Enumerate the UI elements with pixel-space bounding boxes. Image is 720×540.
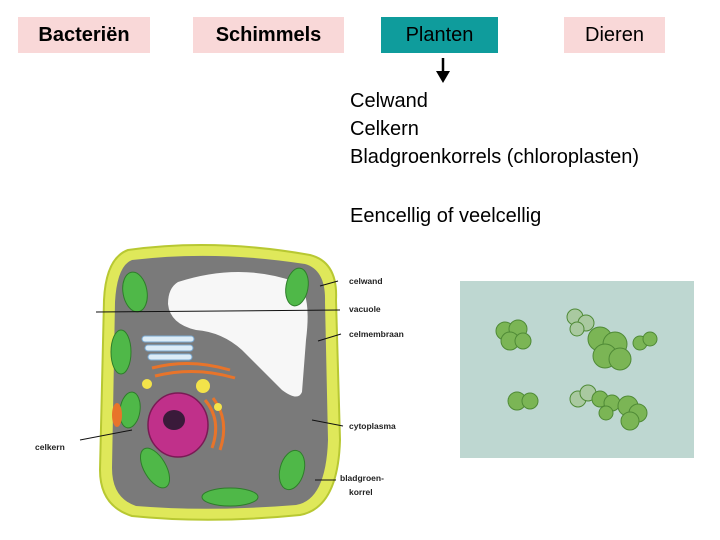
label-celkern: celkern	[35, 442, 65, 452]
algae-cells	[495, 308, 658, 431]
feature-celwand: Celwand	[350, 90, 428, 112]
endoplasmic-reticulum	[151, 361, 236, 451]
label-bladgroenkorrel-1: bladgroen-	[340, 473, 384, 483]
feature-celkern: Celkern	[350, 118, 419, 140]
category-schimmels: Schimmels	[193, 17, 344, 53]
category-bacterien: Bacteriën	[18, 17, 150, 53]
chloroplasts	[110, 267, 309, 507]
arrow-down-icon	[436, 58, 450, 83]
label-celmembraan: celmembraan	[349, 329, 404, 339]
plant-cell-diagram: celwand vacuole celmembraan cytoplasma b…	[35, 244, 404, 521]
vacuole-shape	[168, 272, 308, 397]
algae-micrograph	[460, 281, 694, 458]
label-cytoplasma: cytoplasma	[349, 421, 396, 431]
cell-type-text: Eencellig of veelcellig	[350, 205, 542, 227]
category-dieren: Dieren	[564, 17, 665, 53]
label-celwand: celwand	[349, 276, 383, 286]
label-bladgroenkorrel-2: korrel	[349, 487, 373, 497]
mitochondrion-shape	[112, 403, 122, 427]
feature-bladgroenkorrels: Bladgroenkorrels (chloroplasten)	[350, 146, 640, 168]
granules	[142, 379, 222, 411]
category-planten: Planten	[381, 17, 498, 53]
nucleus-shape	[147, 392, 209, 458]
label-lines	[79, 280, 344, 481]
golgi	[141, 335, 195, 361]
label-vacuole: vacuole	[349, 304, 381, 314]
